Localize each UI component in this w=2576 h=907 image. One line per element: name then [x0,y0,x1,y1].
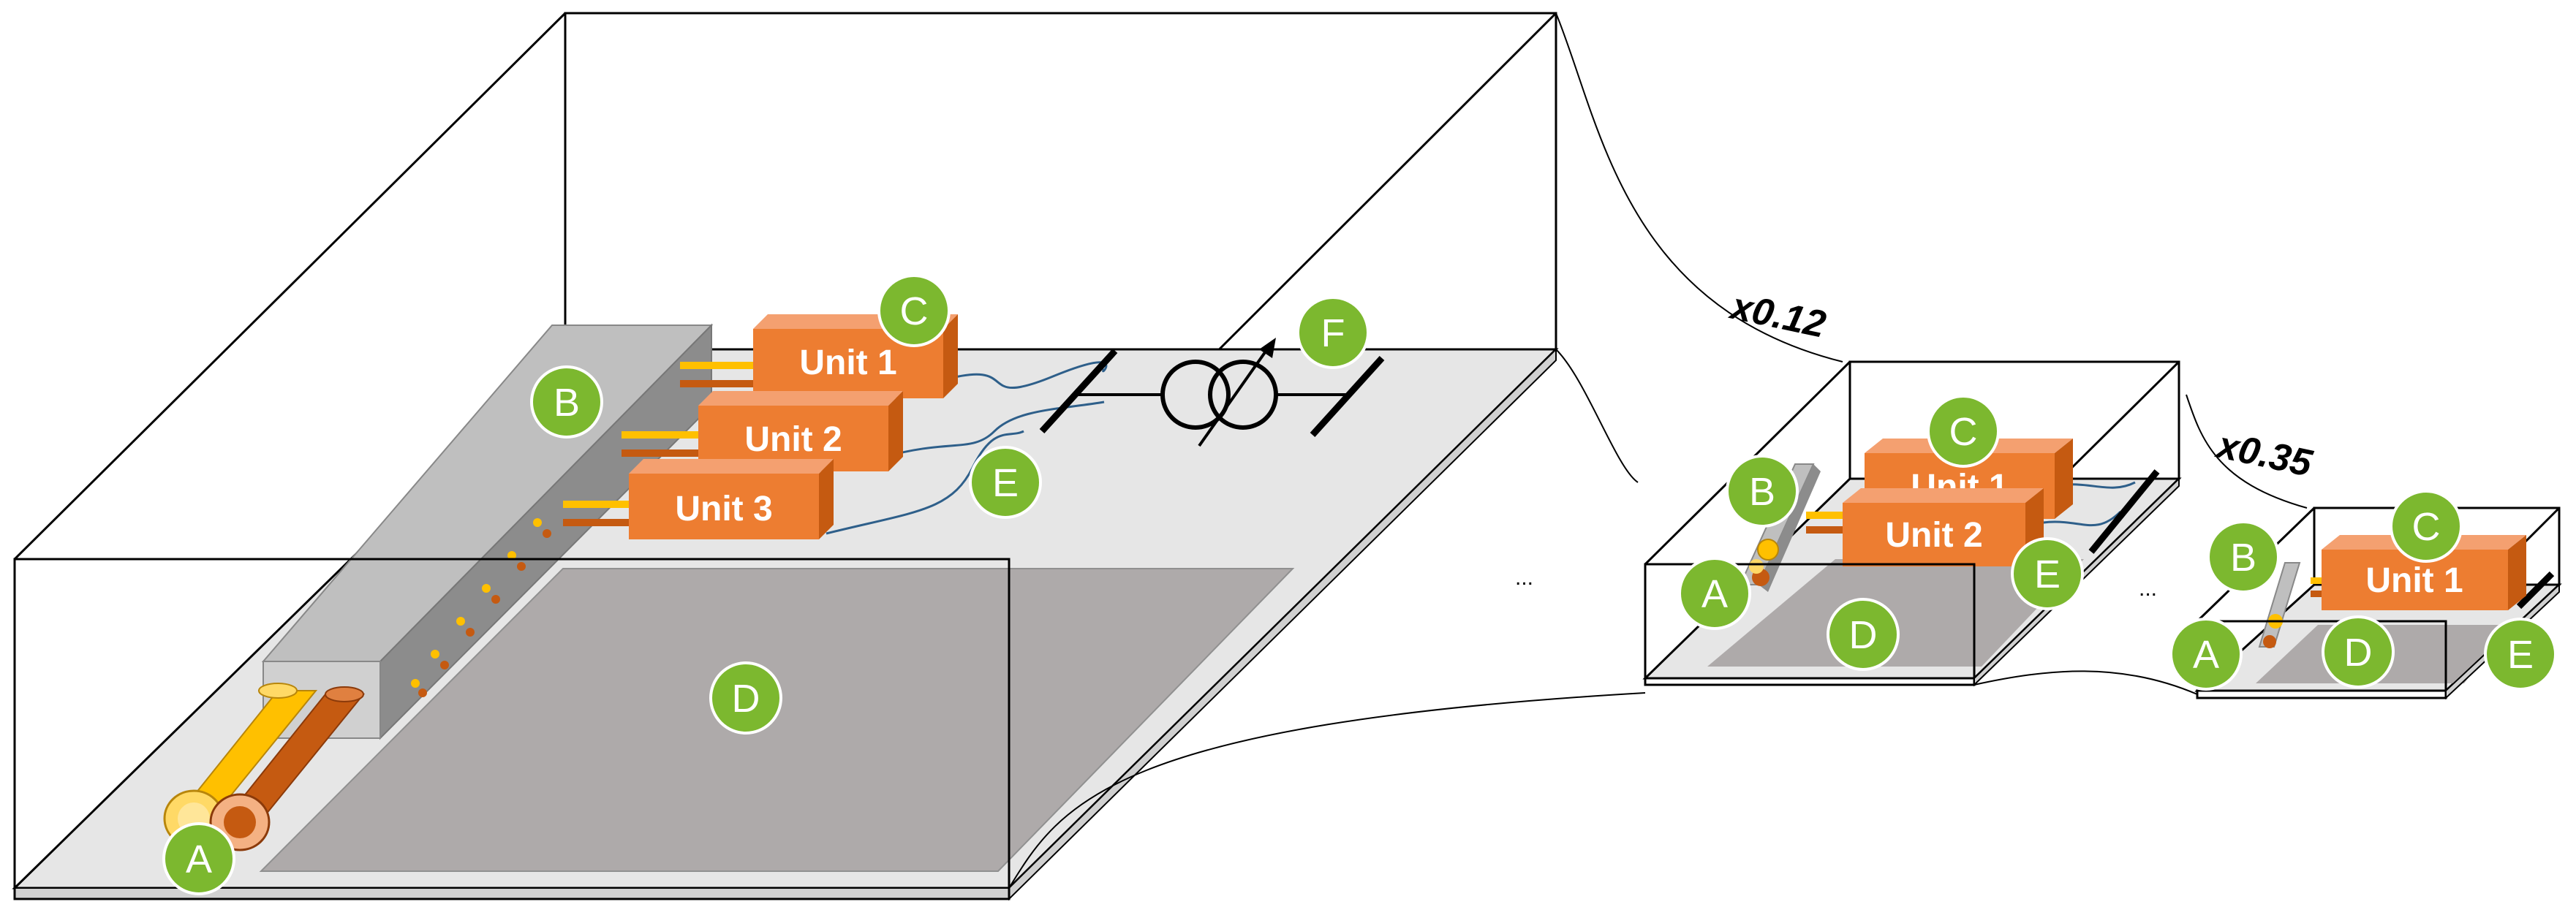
main-front-face [13,558,1011,900]
module1-unit-2-label: Unit 2 [1885,516,1982,555]
badge-module1-c: C [1927,395,2000,468]
zoom-connectors [1008,12,2308,889]
scale-label-1: x0.12 [1726,284,1829,346]
main-unit-3-label: Unit 3 [675,490,772,528]
badge-module1-b: B [1726,455,1799,528]
main-module: Unit 1 Unit 2 Unit 3 [12,12,1559,901]
badge-module1-d: D [1827,598,1900,671]
main-unit-1-label: Unit 1 [799,344,896,382]
scale-label-2: x0.35 [2212,423,2316,485]
module1-cables [1749,539,1779,586]
main-unit-2: Unit 2 [622,391,903,471]
svg-text:A: A [2193,633,2219,677]
main-busbar-connectors [411,518,551,697]
badge-module2-b: B [2207,520,2280,593]
badge-main-f: F [1296,296,1370,369]
badge-main-d: D [709,661,782,735]
module2-switch-line [2516,571,2555,610]
badge-module2-d: D [2322,615,2395,688]
svg-text:B: B [554,381,580,425]
zoom-curve-mid [1555,349,1639,483]
svg-text:F: F [1321,311,1345,355]
svg-text:D: D [732,677,760,721]
main-transformer-symbol [1039,338,1385,447]
badge-module1-e: E [2011,537,2084,610]
badge-main-c: C [877,274,951,347]
module2-unit-1: Unit 1 [2311,535,2526,610]
svg-text:D: D [2344,631,2373,675]
svg-text:B: B [2230,536,2256,580]
badge-main-e: E [969,446,1042,519]
module1-switch-line [2088,469,2160,554]
badges: A B C D E F A B [162,274,2557,895]
badge-main-b: B [530,365,603,439]
badge-module2-a: A [2169,618,2243,691]
main-unit-3: Unit 3 [563,459,834,539]
badge-main-a: A [162,822,235,895]
svg-text:A: A [1701,572,1728,616]
main-back-wall [564,12,1557,351]
svg-text:E: E [2034,553,2061,596]
svg-text:E: E [992,461,1019,505]
main-cables [163,683,366,851]
svg-text:E: E [2507,633,2534,677]
svg-text:B: B [1749,470,1775,514]
zoom-curve-top [1555,12,1843,363]
zoom-curve-bottom-2 [1973,670,2198,695]
main-region-d [259,568,1295,872]
zoom-curve-bottom [1008,692,1646,889]
ellipsis-2: ... [2139,577,2157,601]
badge-module2-c: C [2390,490,2463,563]
module2-busbar [2258,562,2301,648]
main-unit-2-label: Unit 2 [744,420,842,459]
zoom-curve-top-2 [2186,394,2308,509]
scaled-module-1: Unit 1 Unit 2 [1642,360,2182,687]
main-floor-front-edge [14,887,1010,900]
svg-text:C: C [900,289,929,333]
svg-text:C: C [1949,410,1978,454]
svg-text:C: C [2412,505,2441,549]
ellipsis-1: ... [1515,566,1533,590]
module2-unit-1-label: Unit 1 [2365,561,2463,600]
module1-busbar-side [1759,464,1821,592]
module1-front-face [1644,563,1976,686]
module1-region-d [1707,559,2084,667]
badge-module1-a: A [1678,557,1751,630]
main-back-edge-left [13,12,567,561]
svg-text:D: D [1849,613,1878,657]
badge-module2-e: E [2484,618,2557,691]
svg-text:A: A [186,838,212,881]
